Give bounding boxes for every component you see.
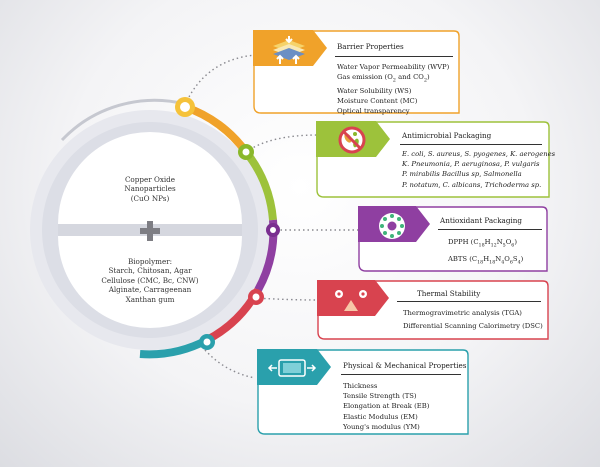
bio-line-4: Alginate, Carrageenan <box>108 285 192 295</box>
antimicrobial-item-2: K. Pneumonia, P. aeruginosa, P. vulgaris <box>402 160 540 169</box>
physical-item-em: Elastic Modulus (EM) <box>343 412 418 421</box>
physical-item-eb: Elongation at Break (EB) <box>343 402 430 411</box>
bottom-half-disk <box>58 236 242 328</box>
antimicrobial-title-rule <box>400 144 542 145</box>
thermal-title-rule <box>397 301 541 302</box>
thermal-title: Thermal Stability <box>417 289 481 298</box>
no-bacteria-icon <box>338 126 366 154</box>
antimicrobial-item-3: P. mirabilis Bacillus sp, Salmonella <box>402 170 522 179</box>
barrier-item-mc: Moisture Content (MC) <box>337 96 418 105</box>
thermometer-face-icon <box>335 290 367 311</box>
antioxidant-item-dpph: DPPH (C18H12N5O6) <box>448 238 518 249</box>
barrier-item-wvp: Water Vapor Permeability (WVP) <box>337 63 450 71</box>
panel-physical-mechanical: Physical & Mechanical Properties Thickne… <box>257 349 469 435</box>
layers-arrows-icon <box>273 36 305 64</box>
panel-thermal-stability: Thermal Stability Thermogravimetric anal… <box>317 280 549 340</box>
physical-item-ym: Young's modulus (YM) <box>343 422 420 431</box>
bio-line-2: Starch, Chitosan, Agar <box>108 266 192 276</box>
antioxidant-title: Antioxidant Packaging <box>440 216 522 225</box>
barrier-item-ws: Water Solubility (WS) <box>337 86 412 95</box>
biopolymer-label: Biopolymer: Starch, Chitosan, Agar Cellu… <box>85 257 215 304</box>
thermal-item-tga: Thermogravimetric analysis (TGA) <box>403 309 522 317</box>
arc-nodes <box>175 97 280 350</box>
panel-barrier-properties: Barrier Properties Water Vapor Permeabil… <box>253 30 460 116</box>
bio-line-1: Biopolymer: <box>127 257 173 266</box>
molecule-icon <box>379 213 405 239</box>
barrier-title: Barrier Properties <box>337 42 404 51</box>
gray-arc <box>60 98 186 142</box>
antioxidant-items: DPPH (C18H12N5O6) ABTS (C18H18N4O6S4) <box>448 236 523 270</box>
physical-title: Physical & Mechanical Properties <box>343 361 467 370</box>
physical-item-ts: Tensile Strength (TS) <box>343 392 417 401</box>
barrier-item-gas: Gas emission (O2 and CO2) <box>337 73 430 84</box>
bio-line-3: Cellulose (CMC, Bc, CNW) <box>101 275 199 285</box>
thermal-items: Thermogravimetric analysis (TGA) Differe… <box>403 307 543 333</box>
plus-sign <box>139 220 161 242</box>
panel-antioxidant-packaging: Antioxidant Packaging DPPH (C18H12N5O6) … <box>358 206 548 272</box>
cuo-line-1: Copper Oxide <box>124 175 176 184</box>
antimicrobial-title: Antimicrobial Packaging <box>402 131 492 140</box>
cuo-label: Copper Oxide Nanoparticles (CuO NPs) <box>95 175 205 203</box>
panel-antimicrobial-packaging: Antimicrobial Packaging E. coli, S. aure… <box>316 121 555 198</box>
cuo-line-3: (CuO NPs) <box>130 193 170 203</box>
physical-items: Thickness Tensile Strength (TS) Elongati… <box>343 381 429 432</box>
antimicrobial-item-4: P. notatum, C. albicans, Trichoderma sp. <box>402 180 542 189</box>
thermal-item-dsc: Differential Scanning Calorimetry (DSC) <box>403 322 543 330</box>
stretch-material-icon <box>267 359 317 377</box>
barrier-title-rule <box>335 56 453 57</box>
bio-line-5: Xanthan gum <box>125 294 175 304</box>
physical-item-thickness: Thickness <box>343 382 378 390</box>
antioxidant-item-abts: ABTS (C18H18N4O6S4) <box>448 254 524 266</box>
physical-title-rule <box>341 374 461 375</box>
barrier-items: Water Vapor Permeability (WVP) Gas emiss… <box>337 62 449 116</box>
antimicrobial-item-1: E. coli, S. aureus, S. pyogenes, K. aero… <box>402 150 556 158</box>
antioxidant-title-rule <box>438 229 542 230</box>
barrier-item-optical: Optical transparency <box>337 107 410 116</box>
antimicrobial-items: E. coli, S. aureus, S. pyogenes, K. aero… <box>402 149 555 190</box>
cuo-line-2: Nanoparticles <box>124 184 176 194</box>
top-half-disk <box>58 132 242 224</box>
